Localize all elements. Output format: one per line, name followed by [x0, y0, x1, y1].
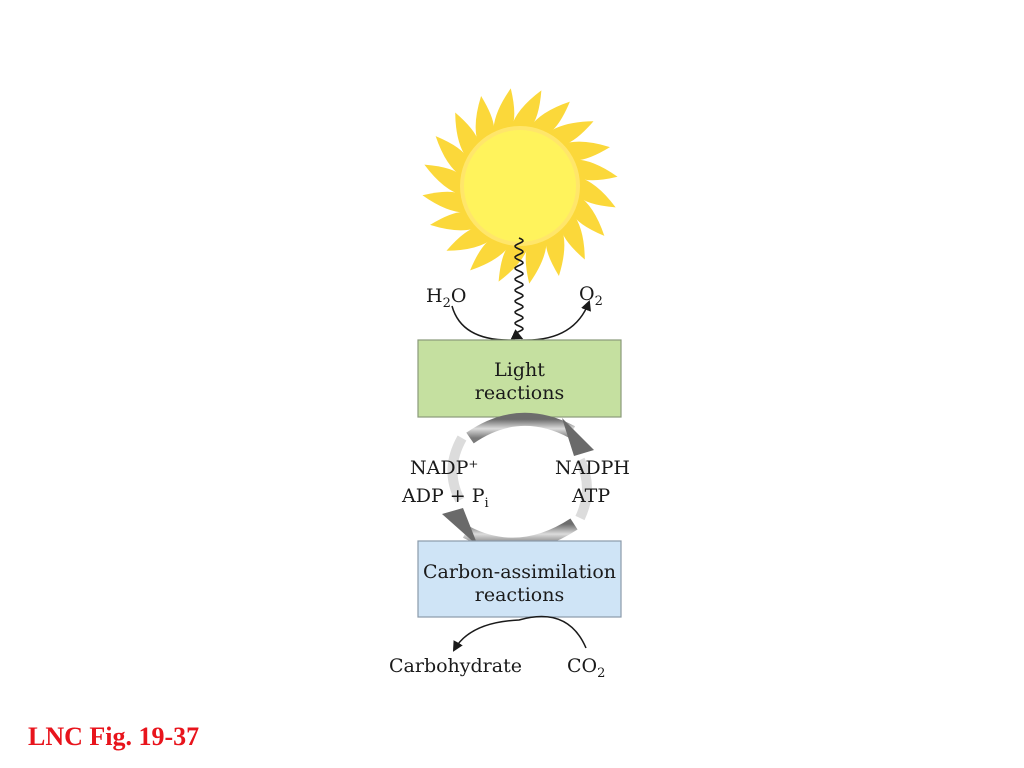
- light-reactions-box: [417, 339, 622, 418]
- carbohydrate-output-arrow: [452, 615, 587, 652]
- sun-ray: [525, 237, 547, 284]
- sun-ray: [560, 141, 610, 161]
- water-input-arrow: [451, 305, 516, 341]
- sun-ray: [455, 112, 480, 160]
- carbon-assimilation-line2: reactions: [475, 584, 564, 606]
- cycle-arrows: [442, 412, 594, 551]
- carbon-assimilation-box: [417, 540, 622, 618]
- sun-ray: [422, 191, 469, 213]
- sun-ray: [571, 194, 605, 236]
- sun-ray: [545, 226, 565, 276]
- sun-ray: [475, 96, 495, 146]
- sun-ray: [510, 90, 542, 129]
- sun-ray: [560, 212, 585, 260]
- sun-ray: [493, 88, 515, 135]
- sun-ray: [577, 176, 616, 208]
- light-reactions-line2: reactions: [475, 382, 564, 404]
- sun-ray: [546, 121, 594, 146]
- sun-ray: [446, 226, 494, 251]
- figure-caption: LNC Fig. 19-37: [28, 722, 200, 751]
- carbon-assimilation-line1: Carbon-assimilation: [423, 561, 616, 583]
- sun-ray: [430, 211, 480, 231]
- sun-ray: [571, 159, 618, 181]
- carbohydrate-label: Carbohydrate: [389, 655, 522, 677]
- light-reactions-line1: Light: [494, 359, 545, 381]
- wavy-arrow-icon: [510, 237, 524, 340]
- atp-label: ATP: [571, 485, 610, 507]
- oxygen-label: O2: [579, 283, 603, 309]
- co2-label: CO2: [567, 655, 605, 681]
- water-label: H2O: [426, 285, 466, 311]
- nadp-plus-label: NADP⁺: [410, 457, 478, 479]
- sun-ray: [528, 101, 570, 135]
- sun-ray: [424, 164, 463, 196]
- nadph-label: NADPH: [555, 457, 630, 479]
- adp-pi-label: ADP + Pi: [401, 485, 489, 511]
- sun-ray: [435, 136, 469, 178]
- sun-icon: [422, 88, 618, 284]
- sun-ray: [470, 237, 512, 271]
- oxygen-output-arrow: [520, 300, 591, 341]
- sun-core: [464, 130, 576, 242]
